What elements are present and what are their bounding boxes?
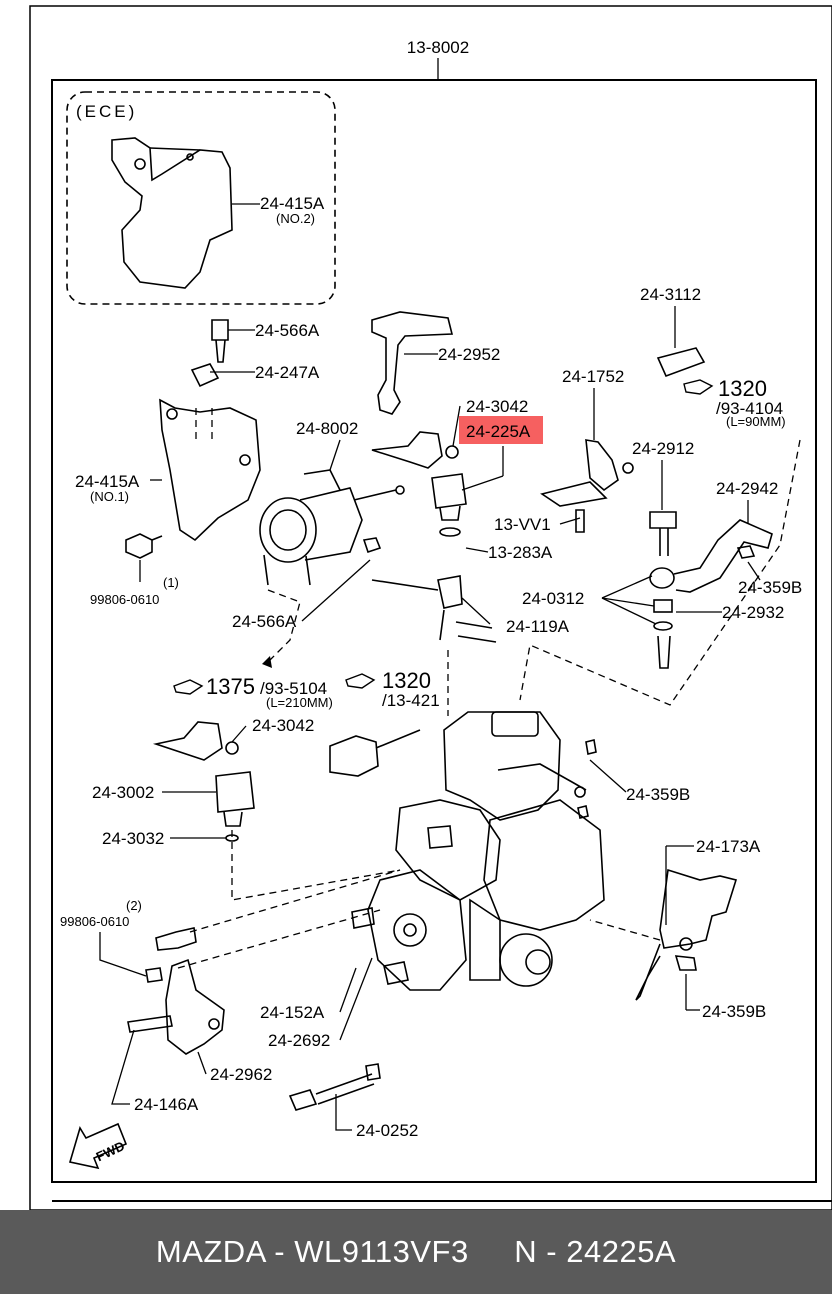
footer-part-info: MAZDA - WL9113VF3 N - 24225A xyxy=(155,1234,677,1269)
part-24-2962: 24-2962 xyxy=(210,1065,272,1084)
part-24-2932: 24-2932 xyxy=(722,603,784,622)
part-13-283A: 13-283A xyxy=(488,543,553,562)
part-24-2952: 24-2952 xyxy=(438,345,500,364)
solenoid-top-drawing xyxy=(371,431,467,537)
ref-1320-mid: 1320 xyxy=(382,668,431,693)
part-24-0312: 24-0312 xyxy=(522,589,584,608)
part-24-3042-top: 24-3042 xyxy=(466,397,528,416)
parts-diagram: 13-8002 (ECE) 24-415A (NO.2) 24-566A 24-… xyxy=(29,5,832,1210)
right-linkage-drawing xyxy=(540,347,773,669)
part-24-247A: 24-247A xyxy=(255,363,320,382)
ece-part-label: 24-415A xyxy=(260,194,325,213)
ref-1320-mid-sub: /13-421 xyxy=(382,691,440,710)
part-99806-0610-2-qty: (2) xyxy=(126,898,142,913)
part-24-119A: 24-119A xyxy=(506,617,570,636)
fwd-label: FWD xyxy=(94,1138,127,1164)
part-24-566A-mid: 24-566A xyxy=(232,612,297,631)
part-24-359B-mid: 24-359B xyxy=(626,785,690,804)
ref-1320-right-note: (L=90MM) xyxy=(726,414,786,429)
solenoid-mid-drawing xyxy=(152,721,255,842)
part-24-1752: 24-1752 xyxy=(562,367,624,386)
rod-24-119A-drawing xyxy=(371,575,497,643)
part-24-359B-right: 24-359B xyxy=(738,578,802,597)
lower-left-parts-drawing xyxy=(127,927,381,1111)
ece-part-note: (NO.2) xyxy=(276,211,315,226)
ref-1375-sub: /93-5104 xyxy=(260,679,327,698)
part-24-146A: 24-146A xyxy=(134,1095,199,1114)
part-24-415A-note: (NO.1) xyxy=(90,489,129,504)
ref-1320-right-sub: /93-4104 xyxy=(716,399,783,418)
injection-pump-drawing xyxy=(329,711,605,991)
bracket-24-2952-drawing xyxy=(371,311,454,415)
part-99806-0610-2: 99806-0610 xyxy=(60,914,129,929)
ref-hand-icon-1375 xyxy=(173,679,204,695)
part-24-415A: 24-415A xyxy=(75,472,140,491)
ref-1320-right: 1320 xyxy=(718,376,767,401)
part-24-3042-mid: 24-3042 xyxy=(252,716,314,735)
ref-hand-icon-1320-mid xyxy=(345,673,376,689)
part-13-VV1: 13-VV1 xyxy=(494,515,551,534)
part-24-3112: 24-3112 xyxy=(640,285,701,304)
part-24-3032: 24-3032 xyxy=(102,829,164,848)
footer-bar: MAZDA - WL9113VF3 N - 24225A xyxy=(0,1210,832,1294)
part-24-0252: 24-0252 xyxy=(356,1121,418,1140)
ece-label: (ECE) xyxy=(76,102,137,121)
lever-24-173A-drawing xyxy=(635,868,738,1001)
ref-1375-note: (L=210MM) xyxy=(266,695,333,710)
inner-frame xyxy=(51,79,817,1183)
part-24-3002: 24-3002 xyxy=(92,783,154,802)
part-24-359B-low: 24-359B xyxy=(702,1002,766,1021)
part-24-8002: 24-8002 xyxy=(296,419,358,438)
ece-box xyxy=(66,91,336,305)
ref-hand-icon-right xyxy=(683,379,714,395)
arrow-head-1375 xyxy=(262,656,272,668)
actuator-24-8002-drawing xyxy=(259,469,405,586)
assembly-number: 13-8002 xyxy=(407,38,469,57)
part-99806-0610-1-qty: (1) xyxy=(163,575,179,590)
part-99806-0610-1: 99806-0610 xyxy=(90,592,159,607)
part-24-225A[interactable]: 24-225A xyxy=(466,422,531,441)
part-24-2942: 24-2942 xyxy=(716,479,778,498)
dashed-guides xyxy=(177,408,801,969)
part-24-2912: 24-2912 xyxy=(632,439,694,458)
part-24-173A: 24-173A xyxy=(696,837,761,856)
highlight-24-225A xyxy=(459,416,543,444)
outer-frame xyxy=(29,5,832,1210)
part-24-566A-top: 24-566A xyxy=(255,321,320,340)
part-24-2692: 24-2692 xyxy=(268,1031,330,1050)
part-24-152A: 24-152A xyxy=(260,1003,325,1022)
ref-1375: 1375 xyxy=(206,674,255,699)
fwd-arrow-icon: FWD xyxy=(68,1122,128,1170)
ece-bracket-drawing xyxy=(111,137,233,289)
left-bracket-drawing xyxy=(125,319,261,559)
